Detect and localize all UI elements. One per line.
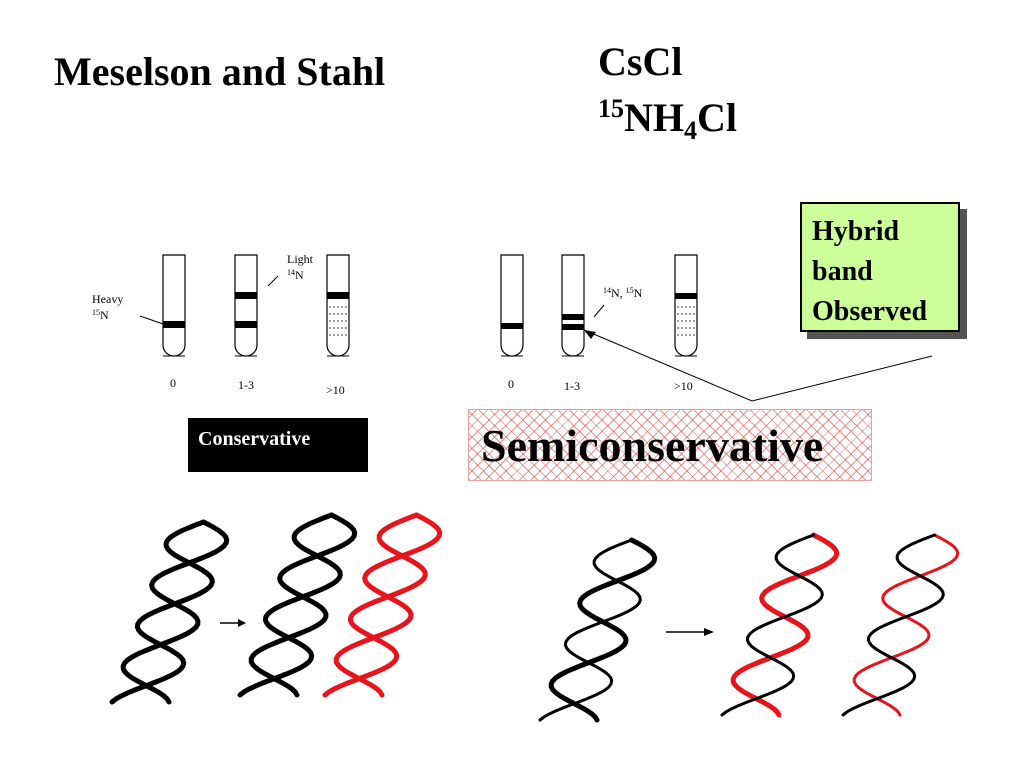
tube-generation-0 (500, 254, 524, 357)
dna-strand-a (120, 519, 230, 705)
hybrid-band-callout: Hybrid band Observed (800, 202, 960, 332)
hybrid-isotope-label: 14N, 15N (603, 284, 642, 300)
heavy-element: N (100, 308, 109, 322)
semiconservative-tubes (500, 254, 698, 357)
reagent-ammonium-chloride: 15NH4Cl (598, 96, 737, 144)
formula-base: NH (624, 95, 684, 140)
tube-generation-10 (326, 254, 350, 357)
dna-strand-a (248, 512, 358, 698)
heavy-label-pointer (139, 315, 164, 325)
dna-helix-icon (538, 537, 658, 723)
conservative-model-label: Conservative (188, 418, 368, 472)
isotope-number: 15 (598, 94, 624, 123)
dna-helix-icon (720, 532, 840, 718)
dna-helices (109, 512, 960, 723)
light-label-pointer (267, 275, 279, 287)
page-title: Meselson and Stahl (54, 49, 386, 94)
light-element: N (295, 268, 304, 282)
tube-label-conservative-0: 0 (170, 376, 176, 390)
dna-helix-icon (237, 512, 358, 698)
dna-strand-b (538, 538, 642, 722)
dna-strand-b (841, 533, 945, 717)
dna-strand-b (109, 519, 215, 705)
light-isotope: 14 (287, 268, 295, 277)
reagent-cscl: CsCl (598, 39, 683, 84)
light-label-text: Light (287, 252, 313, 266)
dna-helix-icon (841, 533, 960, 717)
dna-strand-a (730, 532, 840, 718)
heavy-isotope: 15 (92, 308, 100, 317)
callout-line: Hybrid (812, 216, 900, 247)
callout-line: Observed (812, 296, 928, 327)
tube-label-semi-0: 0 (508, 377, 514, 391)
dna-strand-b (237, 512, 343, 698)
element-n-b: N (633, 286, 643, 300)
dna-strand-b (322, 512, 428, 698)
dna-strand-a (333, 512, 443, 698)
isotope-15: 15 (625, 286, 634, 295)
callout-line: band (812, 256, 873, 287)
tube-label-conservative-1-3: 1-3 (238, 378, 254, 392)
dna-strand-b (720, 533, 824, 717)
dna-helix-icon (322, 512, 443, 698)
tube-label-conservative-10: >10 (326, 383, 345, 397)
isotope-14: 14 (603, 286, 611, 295)
heavy-label: Heavy 15N (92, 292, 123, 322)
tube-generation-0 (162, 254, 186, 357)
element-n-a: N, (611, 286, 626, 300)
semiconservative-model-label: Semiconservative (468, 409, 872, 481)
arrow-right-icon (220, 619, 246, 627)
heavy-label-text: Heavy (92, 292, 124, 306)
tube-label-semi-1-3: 1-3 (564, 379, 580, 393)
arrow-right-icon (666, 628, 714, 636)
arrow-head-icon (584, 330, 596, 339)
dna-helix-icon (109, 519, 230, 705)
formula-suffix: Cl (697, 95, 737, 140)
light-label: Light 14N (287, 252, 313, 282)
tube-generation-1-3 (561, 254, 585, 357)
tube-label-semi-10: >10 (674, 379, 693, 393)
tube-generation-10 (674, 254, 698, 357)
hybrid-label-pointer (593, 304, 605, 318)
tube-generation-1-3 (234, 254, 258, 357)
callout-connector (583, 329, 933, 402)
dna-strand-a (548, 537, 658, 723)
conservative-tubes (139, 254, 350, 357)
dna-strand-a (852, 533, 960, 717)
formula-subscript: 4 (684, 116, 697, 145)
